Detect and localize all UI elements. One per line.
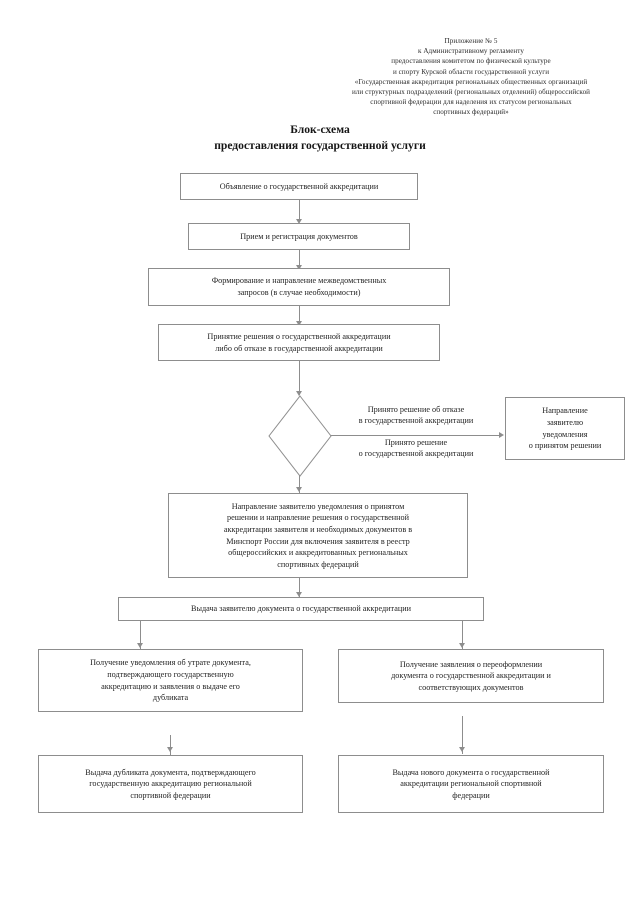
flow-node-receive-register: Прием и регистрация документов [188, 223, 410, 250]
flow-node-loss-notification: Получение уведомления об утрате документ… [38, 649, 303, 712]
connector-decision-n5 [330, 435, 500, 436]
flow-node-interagency-requests: Формирование и направление межведомствен… [148, 268, 450, 306]
flow-node-reissue-application-text: Получение заявления о переоформлении док… [391, 659, 551, 692]
branch-label-refusal: Принято решение об отказе в государствен… [358, 405, 474, 426]
connector-n9-n11 [462, 716, 463, 754]
branch-label-accreditation: Принято решение о государственной аккред… [358, 438, 474, 459]
flow-node-send-decision-minsport-text: Направление заявителю уведомления о прин… [223, 501, 413, 569]
arrowhead-decision-n6 [296, 487, 302, 492]
flow-node-send-decision-minsport: Направление заявителю уведомления о прин… [168, 493, 468, 578]
arrowhead-n3-n4 [296, 321, 302, 326]
document-header: Приложение № 5 к Административному регла… [330, 36, 612, 118]
connector-n1-n2 [299, 200, 300, 221]
arrowhead-n8-n10 [167, 747, 173, 752]
flow-node-loss-notification-text: Получение уведомления об утрате документ… [90, 658, 251, 703]
header-line-7: спортивной федерации для наделения их ст… [370, 98, 572, 107]
flow-node-announcement-text: Объявление о государственной аккредитаци… [219, 181, 379, 191]
header-line-6: или структурных подразделений (региональ… [351, 88, 591, 97]
header-line-3: предоставления комитетом по физической к… [391, 57, 551, 66]
connector-n7-n8 [140, 621, 141, 649]
flow-node-issue-document: Выдача заявителю документа о государстве… [118, 597, 484, 621]
flow-node-announcement: Объявление о государственной аккредитаци… [180, 173, 418, 200]
flow-node-reissue-application: Получение заявления о переоформлении док… [338, 649, 604, 703]
flow-node-issue-duplicate-text: Выдача дубликата документа, подтверждающ… [85, 767, 256, 800]
connector-n8-n10 [170, 735, 171, 755]
header-line-8: спортивных федераций» [433, 108, 509, 117]
arrowhead-n7-n9 [459, 643, 465, 648]
flow-node-issue-new-document: Выдача нового документа о государственно… [338, 755, 604, 813]
arrowhead-n6-n7 [296, 592, 302, 597]
flow-node-interagency-requests-text: Формирование и направление межведомствен… [211, 276, 387, 297]
connector-n3-n4 [299, 306, 300, 324]
arrowhead-n9-n11 [459, 747, 465, 752]
flow-node-issue-duplicate: Выдача дубликата документа, подтверждающ… [38, 755, 303, 813]
arrowhead-n2-n3 [296, 265, 302, 270]
flow-node-decision-making: Принятие решения о государственной аккре… [158, 324, 440, 361]
connector-n7-n9 [462, 621, 463, 649]
connector-n2-n3 [299, 250, 300, 268]
page-title: Блок-схема предоставления государственно… [120, 122, 520, 153]
header-line-1: Приложение № 5 [444, 37, 498, 45]
flow-node-decision-making-text: Принятие решения о государственной аккре… [207, 331, 391, 353]
header-line-4: и спорту Курской области государственной… [392, 67, 550, 76]
flow-node-issue-new-document-text: Выдача нового документа о государственно… [392, 767, 550, 800]
flow-node-send-notification: Направление заявителю уведомления о прин… [505, 397, 625, 460]
connector-n6-n7 [299, 578, 300, 597]
arrowhead-decision-n5 [499, 432, 504, 438]
header-line-5: «Государственная аккредитация региональн… [354, 77, 588, 86]
flow-node-send-notification-text: Направление заявителю уведомления о прин… [528, 406, 602, 451]
connector-decision-n6 [299, 475, 300, 493]
flow-node-decision-diamond [268, 395, 332, 477]
connector-n4-decision [299, 361, 300, 395]
header-line-2: к Административному регламенту [418, 47, 524, 56]
arrowhead-n1-n2 [296, 219, 302, 224]
arrowhead-n4-decision [296, 391, 302, 396]
flow-node-receive-register-text: Прием и регистрация документов [240, 231, 358, 241]
arrowhead-n7-n8 [137, 643, 143, 648]
title-line-1: Блок-схема [290, 123, 350, 136]
title-line-2: предоставления государственной услуги [214, 138, 426, 152]
flow-node-issue-document-text: Выдача заявителю документа о государстве… [191, 604, 411, 614]
